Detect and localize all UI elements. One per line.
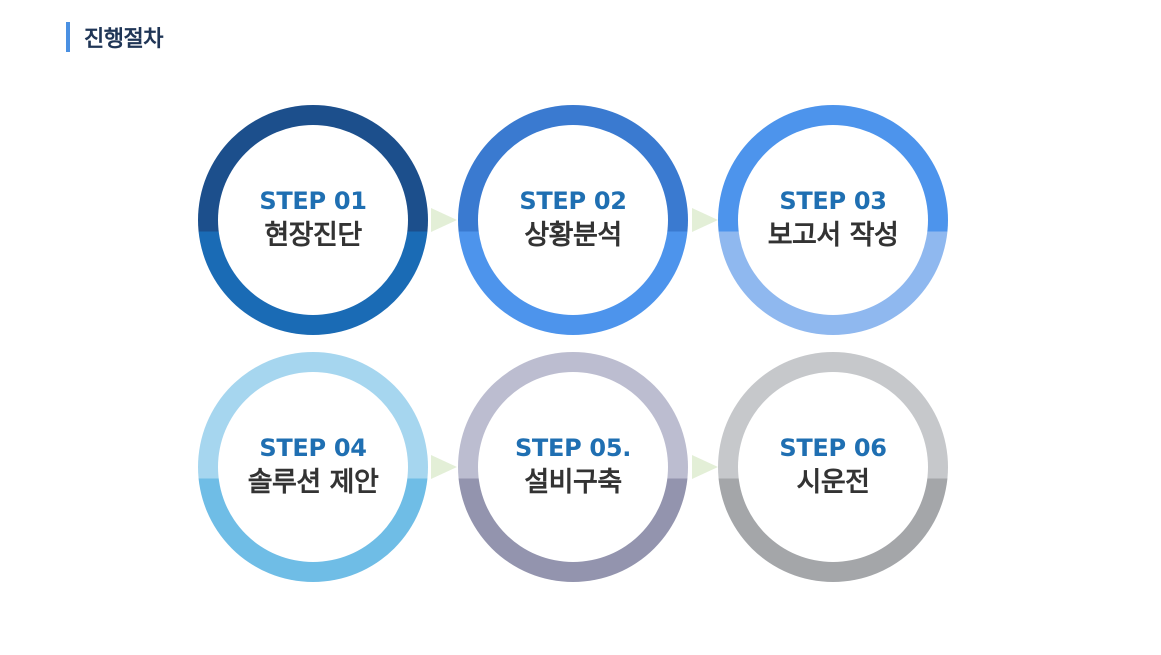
step-1-ring-center [218, 125, 408, 315]
arrow-right-icon [692, 455, 718, 479]
step-2: STEP 02 상황분석 [458, 105, 688, 335]
step-4-text: STEP 04 솔루션 제안 [198, 352, 428, 582]
step-5-ring-center [478, 372, 668, 562]
step-3-text: STEP 03 보고서 작성 [718, 105, 948, 335]
step-4-title: 솔루션 제안 [247, 467, 379, 498]
step-1-title: 현장진단 [264, 220, 362, 251]
step-5-text: STEP 05. 설비구축 [458, 352, 688, 582]
step-5: STEP 05. 설비구축 [458, 352, 688, 582]
step-1-text: STEP 01 현장진단 [198, 105, 428, 335]
step-2-title: 상황분석 [524, 220, 622, 251]
step-1: STEP 01 현장진단 [198, 105, 428, 335]
arrow-right-icon [431, 455, 457, 479]
step-6: STEP 06 시운전 [718, 352, 948, 582]
heading-accent-bar [66, 22, 70, 52]
step-5-label: STEP 05. [514, 434, 632, 462]
step-1-label: STEP 01 [259, 187, 367, 215]
step-6-title: 시운전 [796, 467, 870, 498]
step-2-ring-center [478, 125, 668, 315]
step-3: STEP 03 보고서 작성 [718, 105, 948, 335]
step-3-ring-center [738, 125, 928, 315]
step-6-label: STEP 06 [779, 434, 887, 462]
step-3-title: 보고서 작성 [767, 220, 899, 251]
arrow-right-icon [431, 208, 457, 232]
step-2-text: STEP 02 상황분석 [458, 105, 688, 335]
section-heading: 진행절차 [66, 22, 163, 52]
step-6-text: STEP 06 시운전 [718, 352, 948, 582]
step-4-label: STEP 04 [259, 434, 367, 462]
arrow-right-icon [692, 208, 718, 232]
step-4-ring-center [218, 372, 408, 562]
step-5-title: 설비구축 [524, 467, 622, 498]
step-2-label: STEP 02 [519, 187, 627, 215]
step-6-ring-center [738, 372, 928, 562]
step-3-label: STEP 03 [779, 187, 887, 215]
step-4: STEP 04 솔루션 제안 [198, 352, 428, 582]
section-title: 진행절차 [84, 27, 163, 52]
